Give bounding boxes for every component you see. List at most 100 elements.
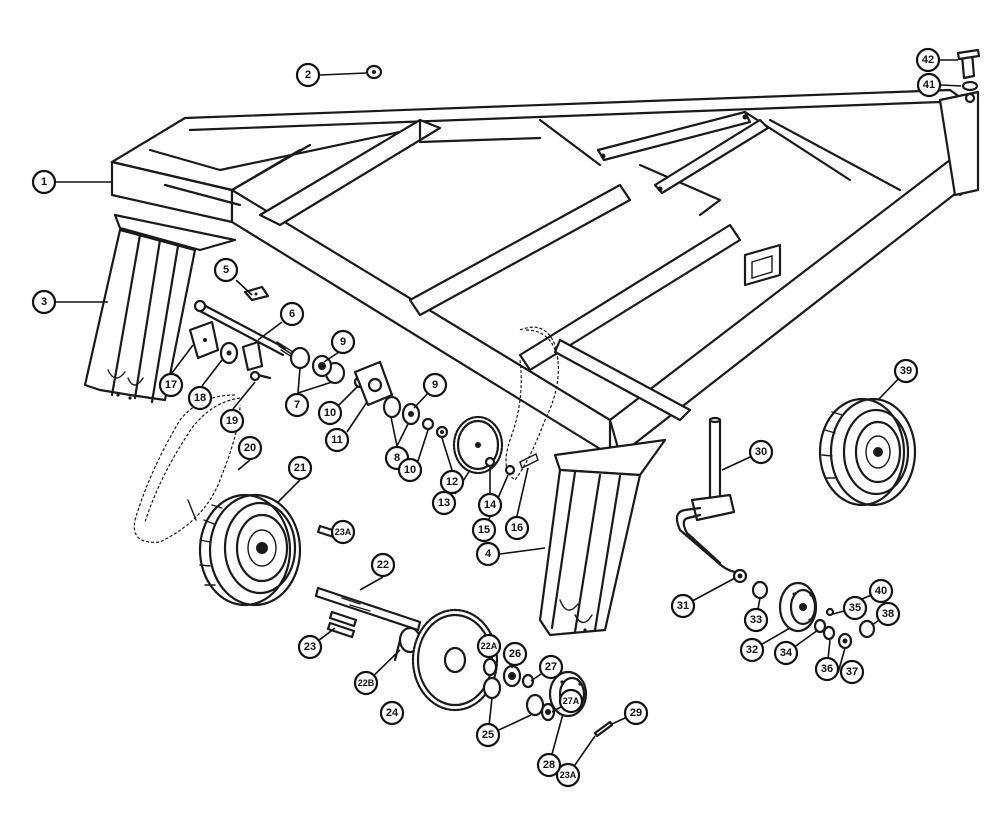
- callout-36: 36: [814, 656, 840, 682]
- callout-22a: 22A: [476, 633, 502, 659]
- svg-text:11: 11: [331, 434, 343, 446]
- svg-text:24: 24: [386, 707, 399, 719]
- svg-text:16: 16: [511, 522, 523, 534]
- svg-text:6: 6: [289, 308, 295, 320]
- svg-text:37: 37: [846, 666, 858, 678]
- svg-text:39: 39: [900, 365, 912, 377]
- callout-19: 19: [219, 408, 245, 434]
- callout-16: 16: [504, 515, 530, 541]
- svg-text:10: 10: [324, 407, 336, 419]
- svg-text:22: 22: [377, 559, 389, 571]
- callout-3: 3: [31, 289, 57, 315]
- svg-text:26: 26: [509, 648, 521, 660]
- callout-40: 40: [868, 578, 894, 604]
- callout-17: 17: [158, 372, 184, 398]
- callout-22: 22: [370, 552, 396, 578]
- callout-27a: 27A: [558, 688, 584, 714]
- callout-22b: 22B: [353, 670, 379, 696]
- callout-7: 7: [284, 392, 310, 418]
- callout-32: 32: [739, 637, 765, 663]
- callout-34: 34: [773, 640, 799, 666]
- svg-text:35: 35: [849, 602, 861, 614]
- svg-text:38: 38: [882, 608, 894, 620]
- svg-text:14: 14: [484, 499, 497, 511]
- svg-text:7: 7: [294, 399, 300, 411]
- callout-23a-top: 23A: [330, 519, 356, 545]
- callout-2: 2: [295, 62, 321, 88]
- svg-text:41: 41: [923, 79, 935, 91]
- shaft-assembly: [188, 285, 539, 476]
- svg-text:40: 40: [875, 585, 887, 597]
- right-leg: [538, 468, 642, 637]
- main-frame: [110, 88, 980, 477]
- callout-35: 35: [842, 595, 868, 621]
- svg-text:22A: 22A: [481, 641, 498, 651]
- svg-text:10: 10: [404, 464, 416, 476]
- svg-text:33: 33: [750, 614, 762, 626]
- callout-5: 5: [213, 257, 239, 283]
- callout-42: 42: [915, 47, 941, 73]
- callout-21: 21: [287, 455, 313, 481]
- svg-text:13: 13: [438, 497, 450, 509]
- svg-text:20: 20: [244, 442, 256, 454]
- svg-text:17: 17: [165, 379, 177, 391]
- svg-text:27: 27: [545, 661, 557, 673]
- svg-text:4: 4: [485, 548, 492, 560]
- svg-text:23A: 23A: [560, 770, 577, 780]
- callout-37-badge: 37: [839, 659, 865, 685]
- svg-text:9: 9: [340, 336, 346, 348]
- callout-25: 25: [475, 722, 501, 748]
- callout-10a: 10: [317, 400, 343, 426]
- svg-text:9: 9: [432, 379, 438, 391]
- svg-text:12: 12: [446, 476, 458, 488]
- svg-text:23: 23: [304, 641, 316, 653]
- svg-text:3: 3: [41, 296, 47, 308]
- callout-10b: 10: [397, 457, 423, 483]
- callout-11: 11: [324, 427, 350, 453]
- callout-26: 26: [502, 641, 528, 667]
- svg-text:18: 18: [194, 392, 206, 404]
- callout-14: 14: [477, 492, 503, 518]
- callout-33: 33: [743, 607, 769, 633]
- gear-hub-assembly: [411, 608, 614, 738]
- axle-assembly: [314, 524, 422, 662]
- wheel-21: [198, 493, 302, 607]
- callout-38: 38: [875, 601, 901, 627]
- svg-text:23A: 23A: [335, 527, 352, 537]
- callout-1: 1: [31, 169, 57, 195]
- callout-29: 29: [623, 700, 649, 726]
- svg-text:19: 19: [226, 415, 238, 427]
- svg-text:2: 2: [305, 69, 311, 81]
- svg-text:42: 42: [922, 54, 934, 66]
- callout-15: 15: [471, 517, 497, 543]
- callout-20: 20: [237, 435, 263, 461]
- svg-text:29: 29: [630, 707, 642, 719]
- spindle-arm: [675, 416, 748, 584]
- svg-text:1: 1: [41, 176, 47, 188]
- callout-18: 18: [187, 385, 213, 411]
- callout-12: 12: [439, 469, 465, 495]
- callout-9b: 9: [422, 372, 448, 398]
- svg-text:30: 30: [755, 446, 767, 458]
- svg-text:31: 31: [677, 600, 689, 612]
- callout-13: 13: [431, 490, 457, 516]
- svg-text:25: 25: [482, 729, 494, 741]
- svg-text:34: 34: [780, 647, 793, 659]
- callout-24: 24: [379, 700, 405, 726]
- top-hardware: [365, 48, 981, 92]
- callout-39: 39: [893, 358, 919, 384]
- callout-27: 27: [538, 654, 564, 680]
- svg-text:5: 5: [223, 264, 229, 276]
- svg-text:32: 32: [746, 644, 758, 656]
- callout-23: 23: [297, 634, 323, 660]
- svg-text:22B: 22B: [358, 678, 375, 688]
- callout-41: 41: [916, 72, 942, 98]
- callout-4: 4: [475, 541, 501, 567]
- callout-31: 31: [670, 593, 696, 619]
- svg-text:21: 21: [294, 462, 306, 474]
- svg-text:15: 15: [478, 524, 490, 536]
- svg-text:36: 36: [821, 663, 833, 675]
- wheel-39: [818, 397, 917, 507]
- left-leg: [83, 228, 197, 404]
- callout-30: 30: [748, 439, 774, 465]
